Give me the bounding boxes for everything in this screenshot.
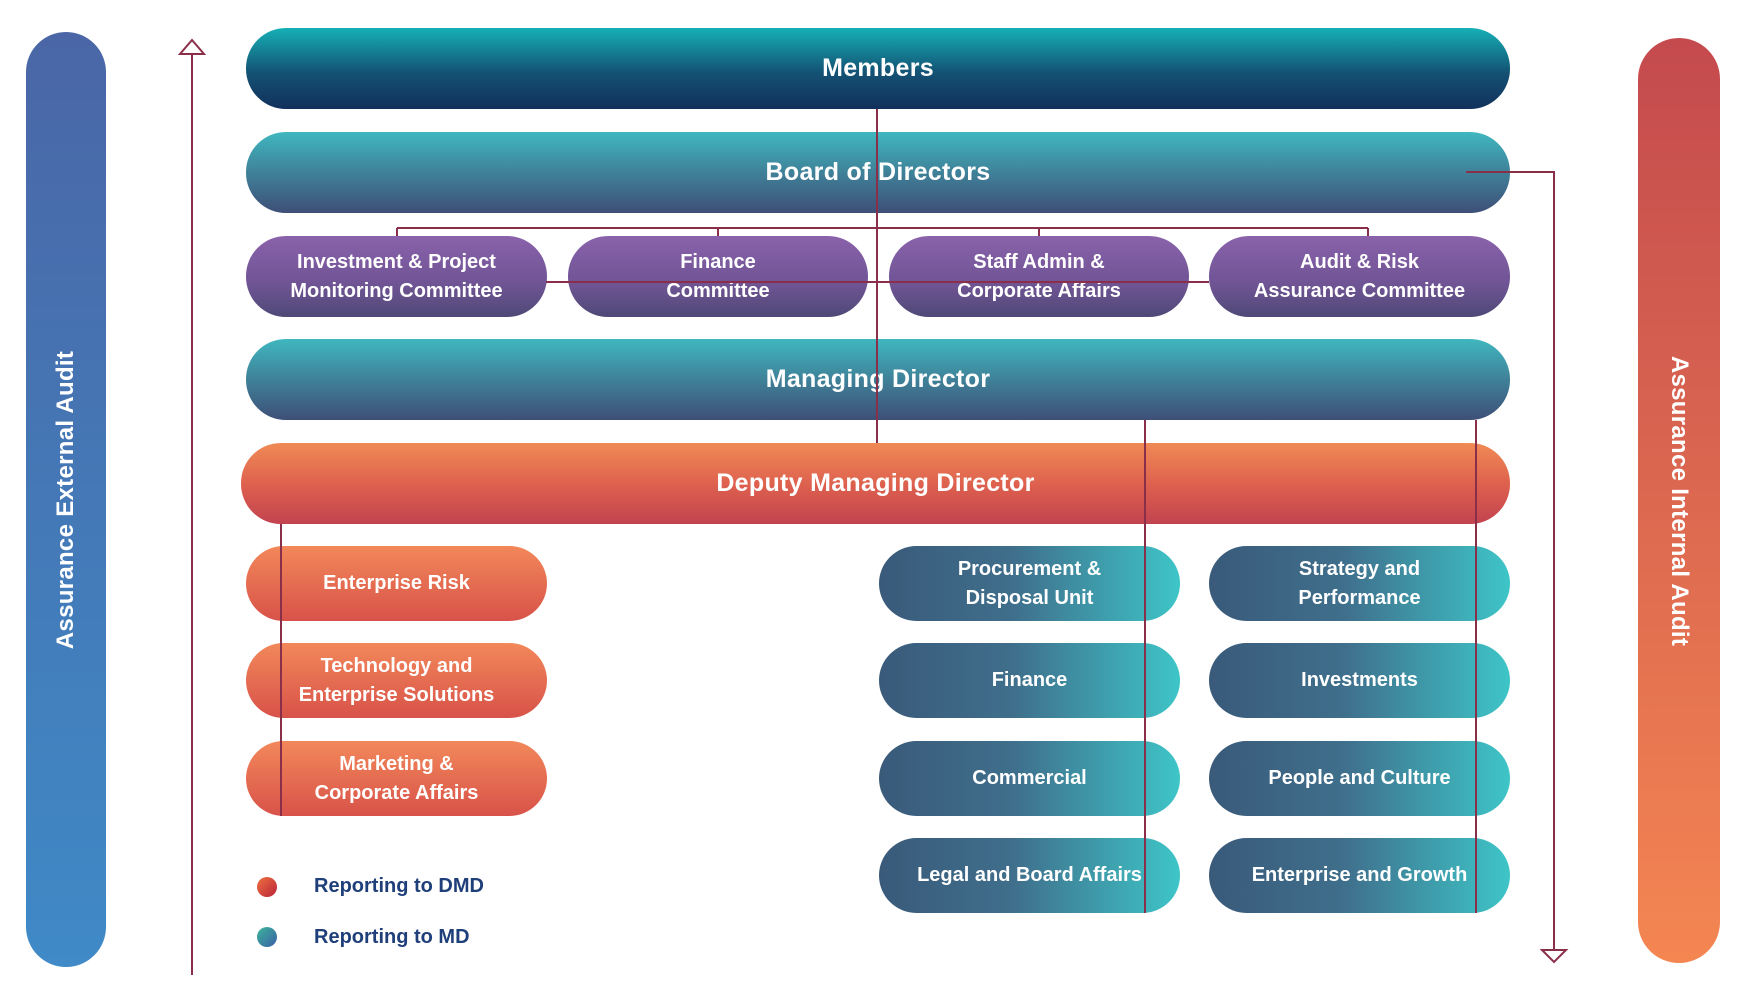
deputy-managing-director-box: Deputy Managing Director <box>241 443 1510 524</box>
unit-label-line: Corporate Affairs <box>314 781 479 804</box>
unit-label-line: Technology and <box>320 654 473 677</box>
committee-label-line: Staff Admin & <box>973 250 1105 273</box>
committee-label-line: Committee <box>666 279 770 302</box>
unit-label-line: Commercial <box>972 767 1087 789</box>
unit-label-line: Performance <box>1298 586 1421 609</box>
committee-label-line: Corporate Affairs <box>957 279 1121 302</box>
members-box: Members <box>246 28 1510 109</box>
unit-people-culture: People and Culture <box>1209 741 1510 816</box>
unit-label-line: Marketing & <box>339 752 454 775</box>
committee-label-line: Monitoring Committee <box>290 279 503 302</box>
committee-label-line: Finance <box>680 250 756 273</box>
unit-label-line: Investments <box>1301 669 1418 691</box>
committee-staff-admin-corporate-affairs: Staff Admin & Corporate Affairs <box>889 236 1189 317</box>
unit-enterprise-growth: Enterprise and Growth <box>1209 838 1510 913</box>
unit-marketing-corporate-affairs: Marketing & Corporate Affairs <box>246 741 547 816</box>
unit-label-line: Finance <box>991 669 1068 691</box>
unit-label-line: Strategy and <box>1298 557 1421 580</box>
external-audit-bar: Assurance External Audit <box>26 32 106 967</box>
unit-procurement-disposal: Procurement & Disposal Unit <box>879 546 1180 621</box>
unit-investments: Investments <box>1209 643 1510 718</box>
unit-label-line: Disposal Unit <box>965 586 1094 609</box>
internal-audit-line <box>1466 171 1555 950</box>
unit-label-line: Enterprise and Growth <box>1251 864 1468 886</box>
up-arrow-icon <box>177 38 207 55</box>
committee-label-line: Audit & Risk <box>1300 250 1419 273</box>
unit-label-line: Enterprise Risk <box>323 572 470 594</box>
unit-legal-board-affairs: Legal and Board Affairs <box>879 838 1180 913</box>
committee-label-line: Assurance Committee <box>1253 279 1466 302</box>
legend-reporting-md: Reporting to MD <box>314 926 470 948</box>
unit-label-line: Legal and Board Affairs <box>917 864 1142 886</box>
internal-audit-bar: Assurance Internal Audit <box>1638 38 1720 963</box>
legend-reporting-dmd: Reporting to DMD <box>314 875 484 897</box>
unit-finance: Finance <box>879 643 1180 718</box>
down-arrow-icon <box>1539 949 1569 964</box>
dmd-legend-dot-icon <box>257 877 277 897</box>
dmd-label: Deputy Managing Director <box>716 469 1035 498</box>
members-label: Members <box>822 54 934 83</box>
unit-enterprise-risk: Enterprise Risk <box>246 546 547 621</box>
committee-label-line: Investment & Project <box>297 250 496 273</box>
unit-label-line: Enterprise Solutions <box>298 683 495 706</box>
unit-label-line: People and Culture <box>1268 767 1451 789</box>
md-legend-dot-icon <box>257 927 277 947</box>
unit-label-line: Procurement & <box>957 557 1102 580</box>
unit-commercial: Commercial <box>879 741 1180 816</box>
